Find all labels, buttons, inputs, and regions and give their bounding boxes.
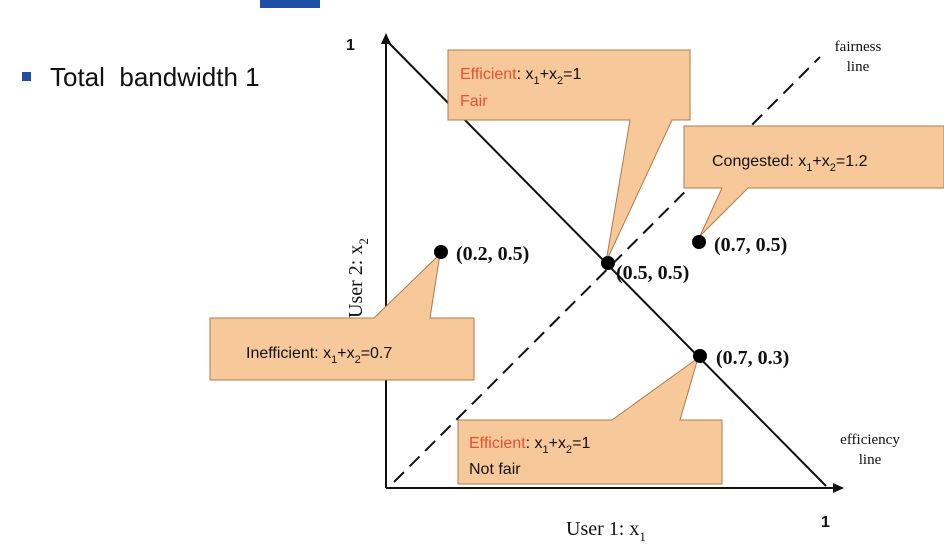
- y-axis-max-label: 1: [346, 37, 355, 54]
- point-label-0-7-0-3: (0.7, 0.3): [716, 347, 789, 369]
- callout-efficient-notfair: [457, 356, 723, 485]
- callout-inefficient-text: Inefficient: x1+x2=0.7: [246, 345, 392, 366]
- callout-efficient-notfair-line2: Not fair: [469, 461, 521, 478]
- point-0-5-0-5: [601, 256, 615, 270]
- callout-efficient-fair-line1: Efficient: x1+x2=1: [460, 66, 581, 87]
- fairness-line: [393, 56, 821, 483]
- point-0-7-0-3: [693, 349, 707, 363]
- point-0-2-0-5: [434, 245, 448, 259]
- callout-inefficient: [209, 252, 475, 381]
- callout-efficient-notfair-line1: Efficient: x1+x2=1: [469, 435, 590, 456]
- point-label-0-2-0-5: (0.2, 0.5): [456, 243, 529, 265]
- callout-congested: [683, 125, 944, 237]
- callout-efficient-fair-line2: Fair: [460, 93, 488, 110]
- x-axis-title: User 1: x1: [566, 518, 646, 544]
- y-axis-title: User 2: x2: [345, 238, 371, 318]
- bullet-total-bandwidth: Total bandwidth 1: [50, 62, 260, 92]
- bullet-square-icon: [22, 72, 31, 81]
- point-label-0-7-0-5: (0.7, 0.5): [714, 234, 787, 256]
- title-fragment-bar: [260, 0, 320, 8]
- x-axis-arrow-icon: [833, 483, 844, 493]
- callout-efficient-fair: [447, 49, 691, 263]
- point-label-0-5-0-5: (0.5, 0.5): [616, 262, 689, 284]
- point-0-7-0-5: [692, 235, 706, 249]
- x-axis-max-label: 1: [821, 514, 830, 531]
- callout-congested-text: Congested: x1+x2=1.2: [712, 153, 868, 174]
